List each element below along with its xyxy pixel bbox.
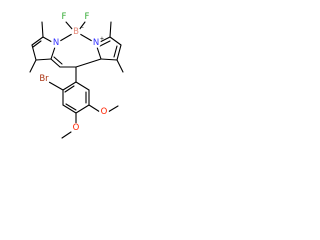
bond-C2-C3 (31, 44, 37, 61)
nitrogen-charge: + (100, 36, 104, 42)
molecule-canvas: F F B − N N + Br O O (0, 0, 152, 152)
bond-C6-C7 (116, 44, 122, 61)
bond-meso-C8b (75, 58, 102, 68)
bond-C7-C8 (100, 58, 118, 61)
bond-C7-methyl (116, 59, 124, 73)
bond-B-F2 (78, 21, 86, 31)
bond-aryl-6-1 (75, 81, 90, 91)
atom-nitrogen-2: N (93, 38, 99, 48)
atom-labels: F F B − N N + Br O O (38, 12, 109, 133)
atom-boron: B (73, 27, 79, 37)
bond-C5-methyl (109, 21, 112, 38)
bond-N1-C1 (42, 36, 53, 43)
atom-oxygen-1: O (101, 107, 108, 117)
bond-B-F1 (65, 21, 74, 31)
bond-aryl-1-2 (62, 81, 77, 91)
boron-charge: − (80, 25, 84, 31)
bond-N2-C5 (99, 36, 111, 43)
bond-C3-methyl (29, 59, 37, 73)
bond-O2-methyl (61, 131, 72, 139)
bond-C3-C4 (35, 58, 52, 61)
bond-aryl-3-4-double (65, 103, 77, 111)
bond-C1-C2-double (32, 40, 42, 48)
atom-oxygen-2: O (73, 123, 80, 133)
bonds (29, 21, 124, 139)
bond-aryl-1-2-double (64, 85, 75, 93)
bond-aryl-3-4 (62, 104, 77, 114)
bond-aryl-O1 (88, 104, 101, 113)
bond-O1-methyl (107, 105, 119, 113)
bond-B-N2 (79, 33, 93, 42)
atom-fluorine-1: F (62, 12, 67, 22)
bond-C4-N1 (50, 46, 56, 60)
atom-bromine: Br (39, 74, 49, 84)
bond-C4-meso-double (53, 56, 63, 65)
bond-C8-N2 (96, 46, 102, 60)
molecule-structure: F F B − N N + Br O O (29, 12, 124, 139)
bond-C1-methyl (41, 21, 44, 38)
bond-B-N1 (59, 33, 73, 42)
bond-aryl-Br (48, 81, 64, 91)
bond-N2-C5-double (99, 40, 111, 47)
atom-nitrogen-1: N (53, 38, 59, 48)
bond-C4-meso (50, 58, 61, 68)
bond-C6-C7-double (113, 45, 118, 58)
bond-aryl-4-5 (75, 104, 90, 114)
atom-fluorine-2: F (85, 12, 90, 22)
bond-C1-C2 (31, 36, 44, 46)
bond-C5-C6 (109, 36, 122, 46)
